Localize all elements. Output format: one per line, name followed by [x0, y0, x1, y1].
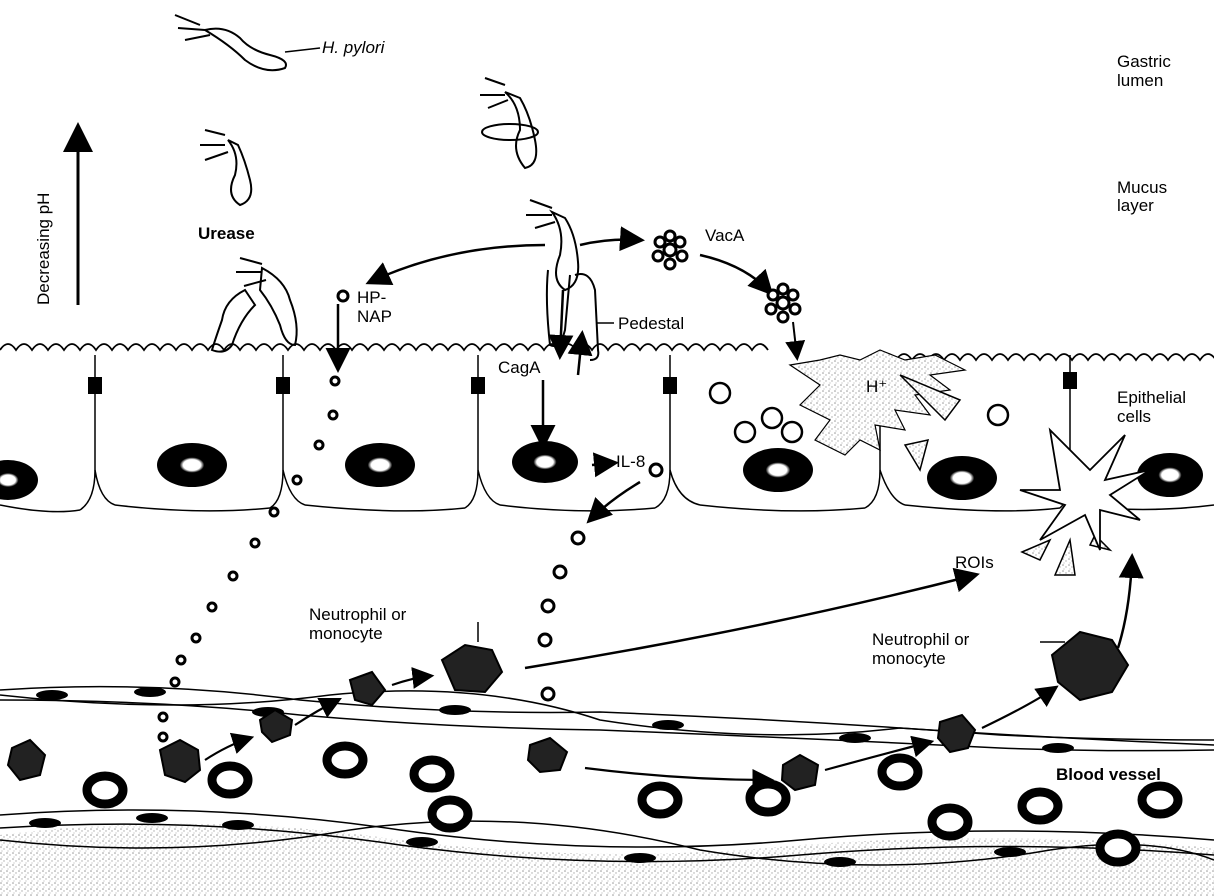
- label-hp-nap-line2: NAP: [357, 307, 392, 326]
- label-mucus-layer-line1: Mucus: [1117, 178, 1167, 197]
- vaca-toxin-upper: [653, 231, 687, 269]
- h-pylori-pointer: [285, 48, 320, 52]
- vaca-toxin-lower: [766, 284, 800, 322]
- epithelial-cell-borders: [0, 355, 1214, 512]
- label-gastric-lumen-line2: lumen: [1117, 71, 1163, 90]
- arrow-caga-injection: [560, 290, 563, 355]
- arrow-neutrophil-to-burst: [1118, 558, 1132, 648]
- hp-nap-particle: [338, 291, 348, 301]
- label-neutrophil-left-line2: monocyte: [309, 624, 383, 643]
- label-vaca: VacA: [705, 226, 744, 245]
- hp-nap-particles: [159, 377, 339, 741]
- label-hp-nap-line1: HP-: [357, 288, 386, 307]
- label-decreasing-ph: Decreasing pH: [34, 193, 54, 305]
- tissue-speckle-area: [0, 824, 1214, 896]
- label-mucus-layer-line2: layer: [1117, 196, 1154, 215]
- arrow-vaca-down: [700, 255, 770, 292]
- label-gastric-lumen-line1: Gastric: [1117, 52, 1171, 71]
- label-h-plus: H⁺: [866, 377, 887, 396]
- label-neutrophil-right-line1: Neutrophil or: [872, 630, 969, 649]
- h-pylori-bacterium-urease: [200, 130, 251, 205]
- label-rois: ROIs: [955, 553, 994, 572]
- h-pylori-bacterium-attached: [212, 258, 297, 352]
- il8-particles: [539, 464, 662, 700]
- h-pylori-bacterium-middle: [480, 78, 538, 168]
- label-epithelial-cells-line2: cells: [1117, 407, 1151, 426]
- arrow-bacterium-to-vaca: [580, 240, 640, 245]
- label-h-pylori: H. pylori: [322, 38, 384, 57]
- label-caga: CagA: [498, 358, 541, 377]
- arrow-bacterium-to-hpnap: [370, 245, 545, 282]
- h-pylori-bacterium-top: [175, 15, 286, 70]
- label-urease: Urease: [198, 224, 255, 243]
- arrow-vaca-to-membrane: [793, 322, 797, 357]
- label-blood-vessel: Blood vessel: [1056, 765, 1161, 784]
- h-pylori-bacterium-pedestal: [526, 200, 598, 360]
- label-il8: IL-8: [616, 452, 645, 471]
- label-pedestal: Pedestal: [618, 314, 684, 333]
- arrow-nucleus-to-il8: [592, 463, 614, 465]
- label-neutrophil-right-line2: monocyte: [872, 649, 946, 668]
- cell-burst: [1020, 430, 1150, 550]
- arrow-il8-down: [590, 482, 640, 520]
- label-neutrophil-left-line1: Neutrophil or: [309, 605, 406, 624]
- epithelial-apical-membrane: [0, 344, 768, 350]
- label-epithelial-cells-line1: Epithelial: [1117, 388, 1186, 407]
- arrow-pedestal-up: [578, 335, 582, 375]
